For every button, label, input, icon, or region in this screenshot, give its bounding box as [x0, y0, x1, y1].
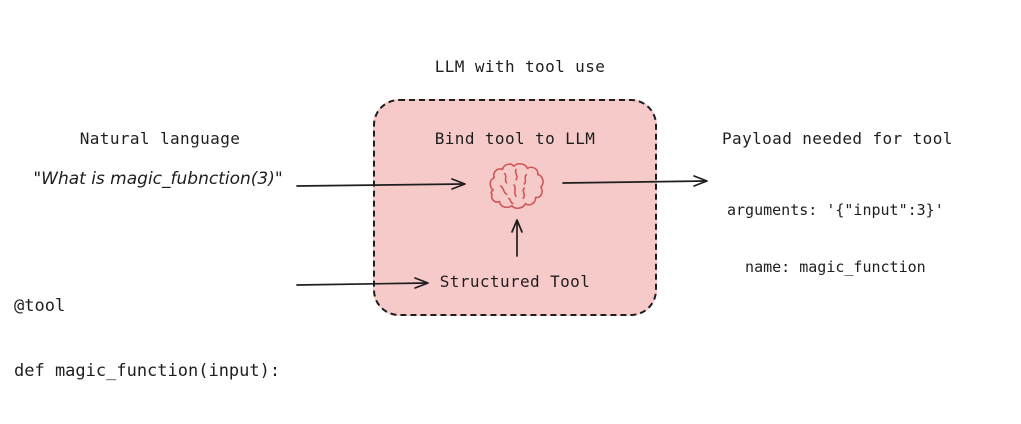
structured-tool-label: Structured Tool — [439, 272, 591, 291]
payload-line: arguments: '{"input":3}' — [727, 201, 944, 219]
payload-line: name: magic_function — [727, 258, 926, 276]
payload-block: arguments: '{"input":3}' name: magic_fun… — [727, 163, 944, 315]
natural-language-quote: "What is magic_fubnction(3)" — [33, 169, 283, 189]
bind-tool-heading: Bind tool to LLM — [434, 129, 596, 148]
code-line: @tool — [14, 296, 66, 316]
payload-heading: Payload needed for tool — [722, 129, 953, 148]
brain-icon — [489, 163, 544, 209]
tool-code-block: @tool def magic_function(input): return … — [14, 253, 280, 424]
natural-language-heading: Natural language — [79, 129, 241, 148]
code-line: def magic_function(input): — [14, 360, 281, 381]
diagram-title: LLM with tool use — [434, 57, 606, 76]
